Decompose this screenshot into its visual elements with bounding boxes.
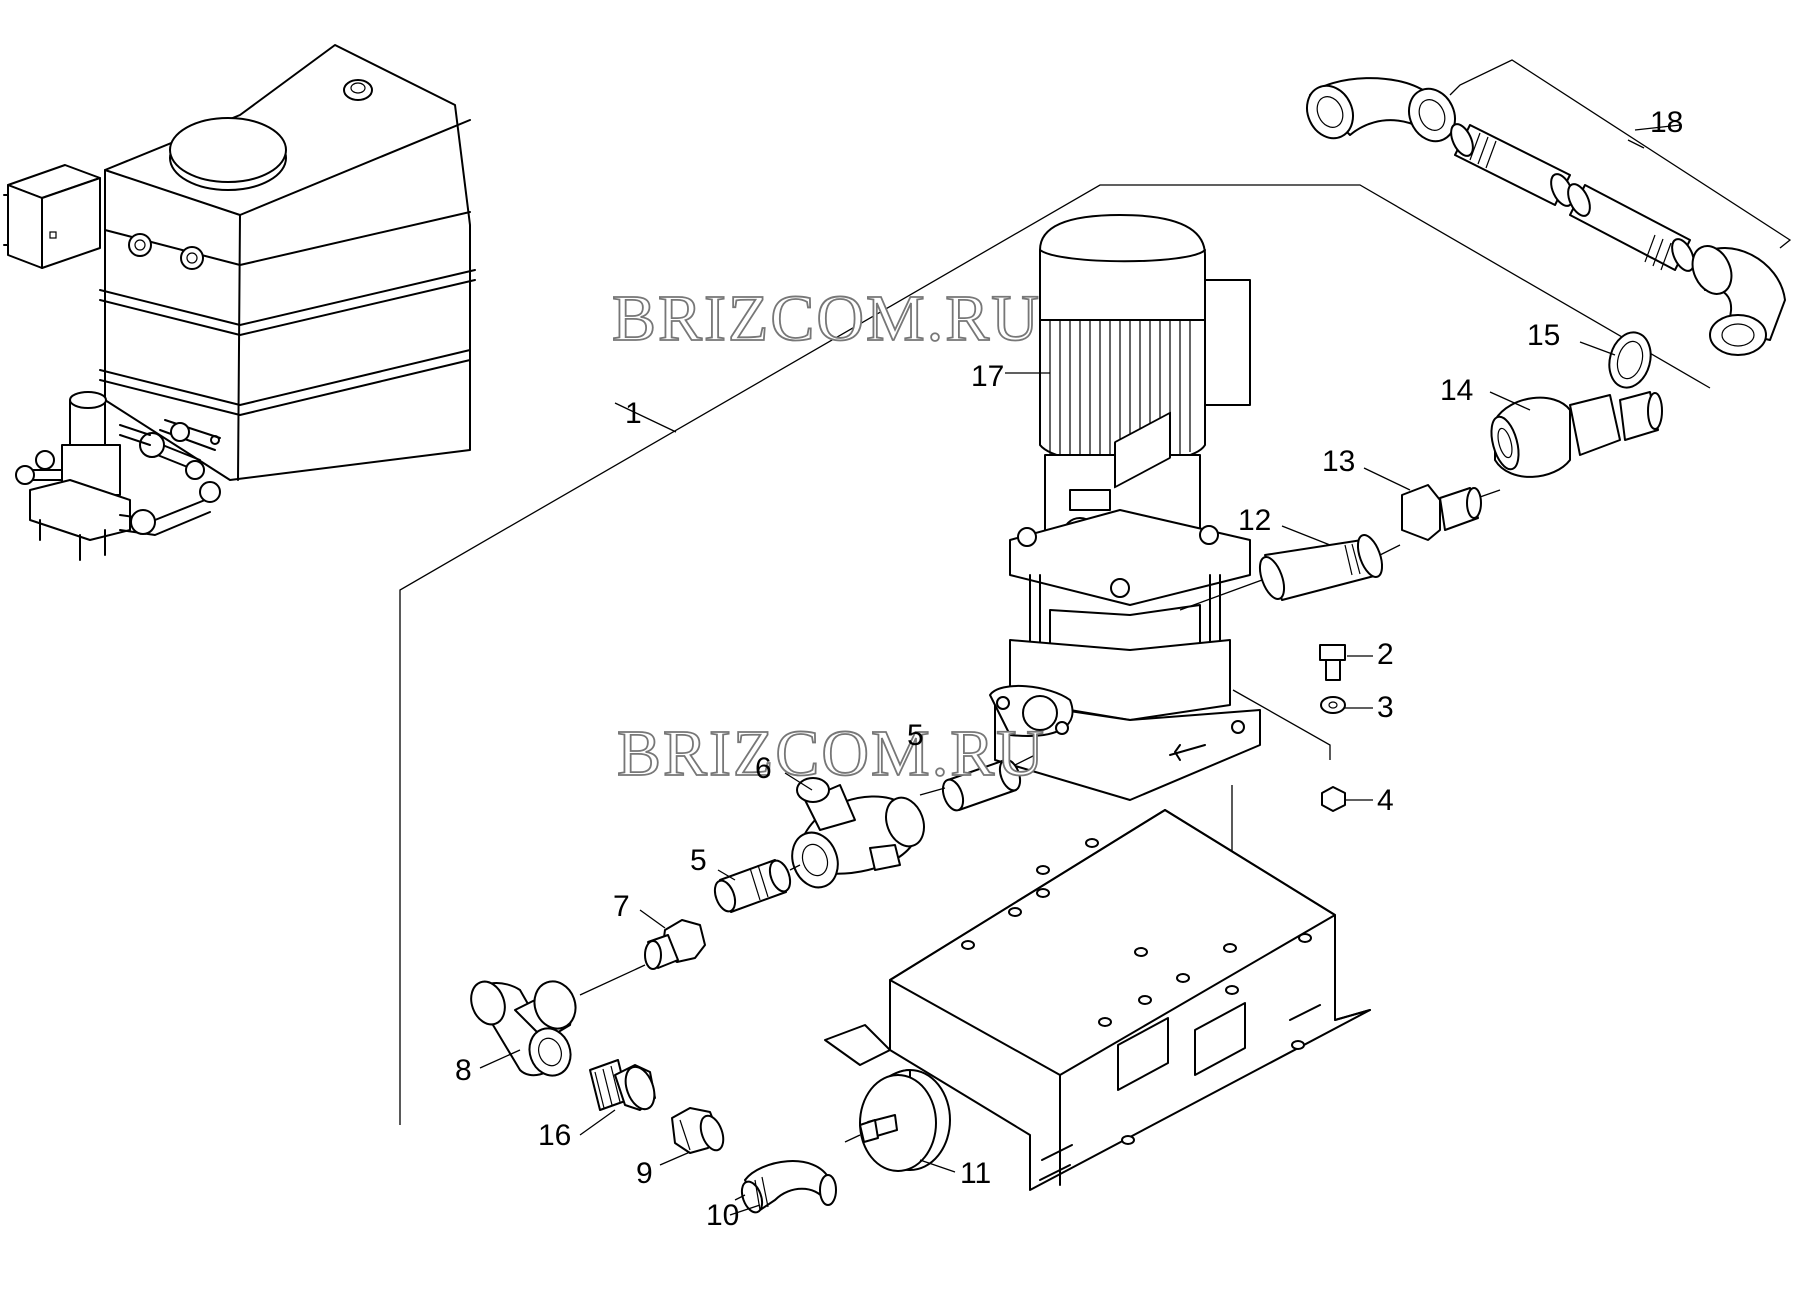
bolt-2 [1319, 644, 1373, 681]
vertical-pump-17 [989, 214, 1331, 935]
callout-7: 7 [613, 890, 630, 923]
callout-9: 9 [636, 1157, 653, 1190]
callout-10: 10 [706, 1199, 739, 1232]
callout-11: 11 [960, 1157, 991, 1190]
strainer-6 [791, 777, 925, 889]
callout-5-lower: 5 [690, 844, 707, 877]
assembly-bracket-line [399, 184, 1711, 1125]
tank-assembly-overview [3, 44, 476, 561]
reducer-16 [589, 1059, 656, 1111]
callout-13: 13 [1322, 445, 1355, 478]
callout-15: 15 [1527, 319, 1560, 352]
watermark-lower: BRIZCOM.RU [617, 717, 1046, 790]
washer-3 [1320, 696, 1373, 714]
pipe-kit-18 [1306, 59, 1792, 356]
callout-14: 14 [1440, 374, 1473, 407]
reducer-9 [671, 1107, 725, 1154]
water-tank [99, 44, 476, 481]
reducer-13 [1401, 484, 1482, 541]
elbow-10 [740, 1160, 837, 1214]
callout-12: 12 [1238, 504, 1271, 537]
callout-5-upper: 5 [907, 719, 924, 752]
control-box [3, 164, 101, 269]
callout-4: 4 [1377, 784, 1394, 817]
nipple-5-lower [713, 859, 792, 913]
mounting-bracket [824, 411, 1371, 1191]
leader-1 [614, 402, 677, 433]
callout-1: 1 [625, 397, 642, 430]
union-14 [1490, 391, 1663, 478]
callout-3: 3 [1377, 691, 1394, 724]
callout-2: 2 [1377, 638, 1394, 671]
nipple-5-upper [941, 758, 1022, 812]
reducer-7 [644, 919, 706, 970]
callout-6: 6 [755, 752, 772, 785]
pressure-gauge-11 [859, 1069, 951, 1172]
callout-16: 16 [538, 1119, 571, 1152]
tank-pump-piping [15, 391, 221, 561]
callout-8: 8 [455, 1054, 472, 1087]
nipple-12 [1258, 534, 1384, 601]
nut-4 [1321, 786, 1373, 812]
gasket-15 [1608, 331, 1652, 389]
watermark-upper: BRIZCOM.RU [612, 282, 1041, 355]
callout-18: 18 [1650, 106, 1683, 139]
leader-18 [1634, 124, 1681, 131]
callout-17: 17 [971, 360, 1004, 393]
tee-8 [470, 980, 577, 1077]
